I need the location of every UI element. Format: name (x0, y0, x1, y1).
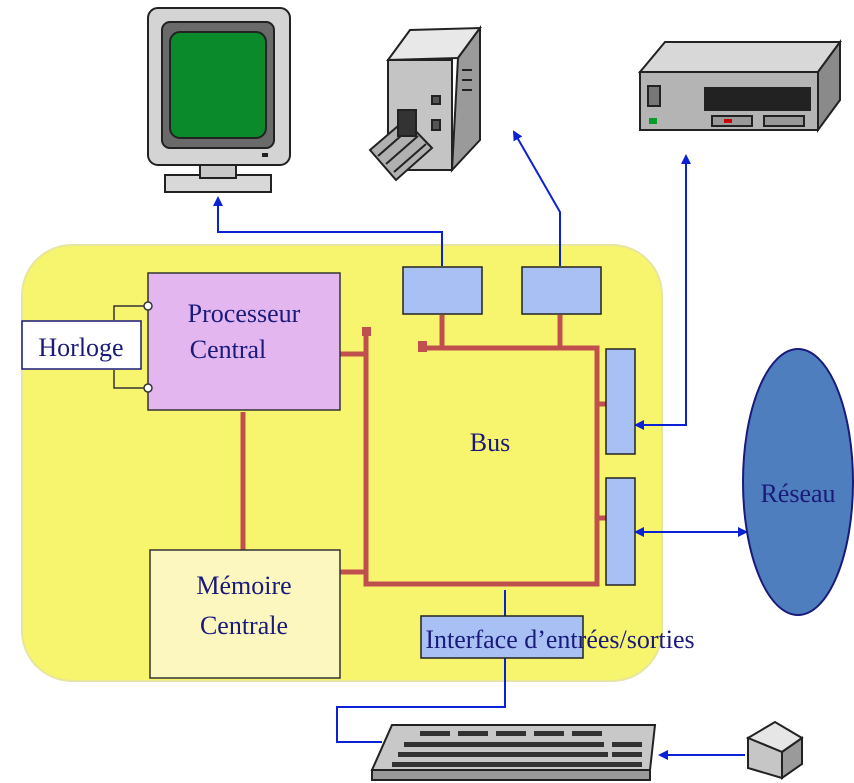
keyboard-icon (370, 724, 657, 781)
io-port-drive (605, 348, 636, 455)
cpu-box (147, 272, 341, 411)
io-port-monitor (402, 266, 483, 315)
clock-label: Horloge (38, 333, 123, 362)
cpu-label-line1: Processeur (188, 299, 301, 328)
io-interface-label: Interface d’entrées/sorties (425, 625, 694, 654)
memory-box (149, 549, 341, 679)
network-label: Réseau (760, 479, 835, 508)
clock-pin (143, 301, 153, 311)
cpu-label-line2: Central (190, 335, 267, 364)
memory-label-line2: Centrale (200, 611, 288, 640)
network-ellipse (742, 348, 854, 616)
memory-label-line1: Mémoire (196, 571, 291, 600)
crt-monitor-icon (147, 7, 291, 193)
bus-stub (418, 341, 427, 352)
mouse-icon (745, 720, 804, 780)
clock-connector (113, 305, 148, 389)
disk-drive-icon (637, 38, 842, 134)
bus-label: Bus (470, 428, 510, 457)
printer-icon (368, 24, 483, 182)
bus-lines (240, 315, 606, 587)
bus-stub (362, 327, 371, 336)
io-port-printer (521, 266, 602, 315)
io-port-network (605, 477, 636, 586)
clock-pin (143, 383, 153, 393)
io-port-keyboard (420, 615, 584, 659)
clock-box (21, 320, 142, 370)
io-connections (213, 130, 748, 760)
